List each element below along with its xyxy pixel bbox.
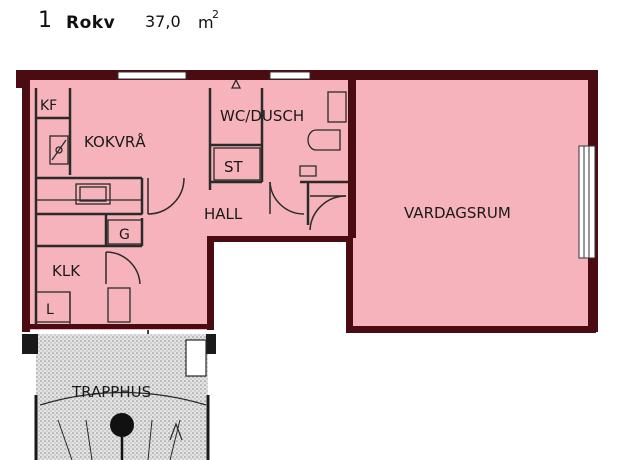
st-cabinet	[213, 147, 261, 181]
wc-vent	[230, 78, 242, 89]
room-label-vardagsrum: VARDAGSRUM	[404, 204, 511, 222]
washbasin	[299, 165, 317, 177]
unit-name: Rokv	[66, 13, 116, 33]
unit-area: 37,0	[145, 12, 181, 31]
room-label-trapphus: TRAPPHUS	[71, 383, 151, 401]
room-label-hall: HALL	[204, 205, 243, 223]
klk-cabinet	[107, 287, 131, 323]
shower-tray	[327, 91, 347, 123]
toilet	[307, 129, 341, 151]
wardrobe-g	[107, 219, 143, 245]
windows	[117, 71, 596, 259]
room-label-kokvra: KOKVRÅ	[84, 132, 146, 151]
room-label-wc-dusch: WC/DUSCH	[220, 107, 304, 125]
stairwell	[22, 334, 216, 460]
sink	[75, 183, 111, 205]
room-label-klk: KLK	[52, 262, 81, 280]
room-label-st: ST	[224, 158, 244, 176]
room-label-kf: KF	[40, 98, 57, 114]
stove	[49, 135, 69, 165]
counter	[35, 199, 143, 215]
room-label-g: G	[119, 227, 130, 243]
area-unit: m	[198, 13, 214, 32]
room-label-l: L	[46, 302, 54, 318]
stair-newel	[110, 413, 134, 437]
fixtures	[35, 78, 347, 325]
unit-number: 1	[38, 8, 52, 33]
area-exponent: 2	[212, 8, 219, 21]
